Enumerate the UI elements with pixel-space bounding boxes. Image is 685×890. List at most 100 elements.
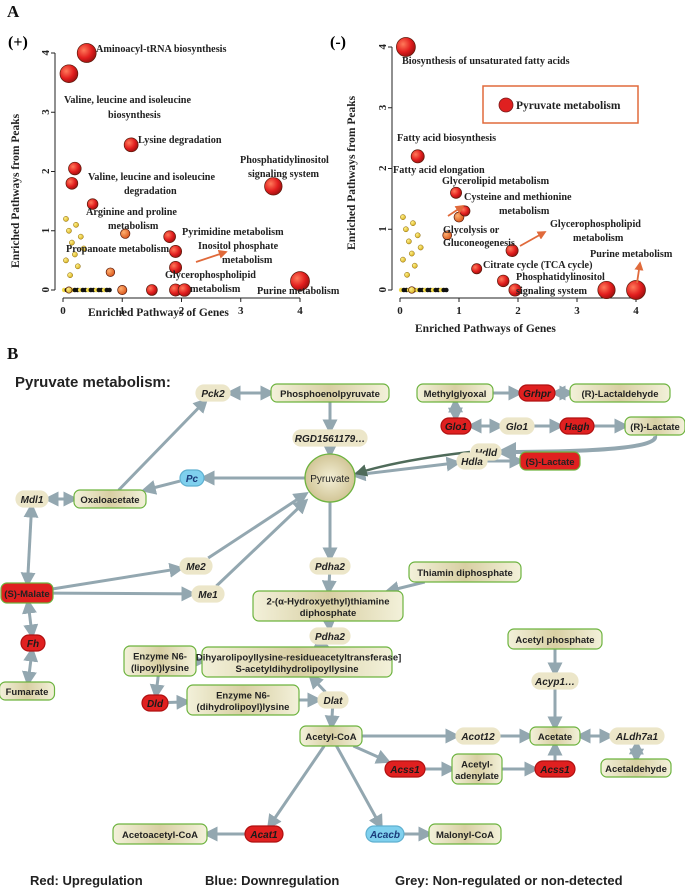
- node-e6lip-label: Enzyme N6-: [133, 651, 187, 662]
- node-mdl1-label: Mdl1: [21, 495, 44, 506]
- pos-point: [169, 245, 183, 258]
- pathway-edge: [207, 491, 309, 560]
- annot-purine-neg: Purine metabolism: [590, 249, 673, 260]
- pos-point: [120, 228, 131, 239]
- node-glo1b: Glo1: [499, 417, 535, 435]
- pos-ytick-label: 1: [40, 228, 52, 234]
- neg-point: [442, 230, 453, 241]
- node-pdha2b: Pdha2: [309, 627, 351, 645]
- pathway-edge: [335, 745, 383, 830]
- node-me2: Me2: [179, 557, 213, 575]
- node-acyp1: Acyp1…: [531, 672, 579, 690]
- node-pep: Phosphoenolpyruvate: [270, 383, 390, 403]
- neg-point: [408, 286, 416, 294]
- node-pc-label: Pc: [186, 474, 199, 485]
- node-me1: Me1: [191, 585, 225, 603]
- pos-point: [105, 267, 116, 277]
- node-acat1-label: Acat1: [249, 830, 278, 841]
- highlight-marker: [498, 97, 514, 113]
- pos-xtick-label: 2: [179, 305, 185, 317]
- highlight-label: Pyruvate metabolism: [516, 100, 621, 112]
- node-dlat: Dlat: [317, 691, 349, 709]
- pos-minor-point: [67, 272, 73, 279]
- annot-cys-2: metabolism: [499, 206, 550, 217]
- pathway-title: Pyruvate metabolism:: [15, 374, 171, 391]
- node-mcoa-label: Malonyl-CoA: [436, 830, 494, 841]
- node-rlact-label: (R)-Lactate: [630, 422, 680, 433]
- node-pc: Pc: [179, 469, 205, 487]
- pos-ytick-label: 4: [40, 50, 52, 56]
- pos-point: [169, 261, 183, 274]
- node-methylgly: Methylglyoxal: [416, 383, 494, 403]
- annot-purine: Purine metabolism: [257, 286, 340, 297]
- node-acat1: Acat1: [244, 825, 284, 843]
- node-hagh-label: Hagh: [565, 422, 590, 433]
- neg-point: [505, 244, 519, 257]
- pos-minor-point: [73, 221, 79, 228]
- neg-point: [497, 274, 510, 288]
- annot-lysine: Lysine degradation: [138, 135, 222, 146]
- pathway-edge-hdld-pyruvate: [354, 450, 471, 477]
- node-acacb-label: Acacb: [369, 830, 400, 841]
- node-aldh-label: ALdh7a1: [615, 732, 659, 743]
- node-grhpr: Grhpr: [518, 384, 556, 402]
- panel-b-label: B: [7, 344, 19, 363]
- node-acoa-label: Acetyl-CoA: [305, 732, 356, 743]
- node-acoa: Acetyl-CoA: [299, 725, 363, 747]
- legend-grey: Grey: Non-regulated or non-detected: [395, 873, 623, 888]
- node-mcoa: Malonyl-CoA: [428, 823, 502, 845]
- node-aade-label: Acetyl-: [461, 759, 493, 770]
- annot-pyrimidine: Pyrimidine metabolism: [182, 227, 284, 238]
- pos-point: [68, 161, 82, 176]
- neg-minor-point: [408, 250, 415, 257]
- node-fum: Fumarate: [0, 681, 56, 701]
- pos-minor-point: [66, 227, 72, 234]
- neg-xtick-label: 3: [574, 305, 580, 317]
- chart-negative-sign: (-): [330, 34, 346, 51]
- node-oxalo-label: Oxaloacetate: [80, 495, 139, 506]
- neg-baseline-point: [444, 287, 449, 293]
- pos-minor-point: [69, 239, 75, 246]
- neg-point: [410, 149, 425, 164]
- neg-minor-point: [404, 271, 410, 278]
- pathway-edge: [167, 694, 192, 710]
- pos-minor-point: [77, 233, 84, 240]
- annot-glyco-1: Glycolysis or: [443, 225, 500, 236]
- pathway-edge: [215, 498, 309, 588]
- neg-xtick-label: 1: [456, 305, 462, 317]
- pathway-edge: [266, 745, 326, 830]
- node-fum-label: Fumarate: [6, 687, 49, 698]
- neg-point: [597, 280, 616, 300]
- neg-minor-point: [403, 226, 409, 233]
- node-hte-label: 2-(α-Hydroxyethyl)thiamine: [266, 596, 389, 607]
- pos-point: [117, 285, 128, 295]
- chart-negative-annotations: Biosynthesis of unsaturated fatty acids …: [393, 56, 673, 297]
- pathway-edge: [149, 675, 165, 700]
- neg-minor-point: [411, 262, 418, 269]
- neg-xtick-label: 4: [633, 305, 639, 317]
- chart-positive-annotations: Aminoacyl-tRNA biosynthesis Valine, leuc…: [64, 44, 340, 297]
- node-aade: Acetyl-adenylate: [451, 753, 503, 785]
- neg-ytick-label: 1: [377, 226, 389, 232]
- node-pdha2b-label: Pdha2: [315, 632, 345, 643]
- neg-xtick-label: 2: [515, 305, 521, 317]
- chart-negative: (-) Enriched Pathways from Peaks Enriche…: [330, 34, 673, 335]
- pathway-edge: [324, 707, 340, 731]
- pos-ytick-label: 2: [40, 168, 52, 174]
- annot-pi-neg-1: Phosphatidylinositol: [516, 272, 605, 283]
- pos-point: [290, 271, 310, 291]
- pos-point: [163, 230, 176, 243]
- annot-pi-neg-2: signaling system: [516, 286, 588, 297]
- pathway-edge: [52, 586, 197, 602]
- pos-point: [146, 284, 158, 296]
- node-hdla-label: Hdla: [461, 457, 483, 468]
- node-mdl1: Mdl1: [15, 490, 49, 508]
- pos-xtick-label: 0: [60, 305, 66, 317]
- neg-minor-point: [400, 214, 406, 220]
- annot-glycerolipid: Glycerolipid metabolism: [442, 176, 550, 187]
- neg-xtick-label: 0: [397, 305, 403, 317]
- pathway-edge: [140, 479, 181, 495]
- pos-ytick-label: 0: [40, 287, 52, 293]
- node-me2-label: Me2: [186, 562, 206, 573]
